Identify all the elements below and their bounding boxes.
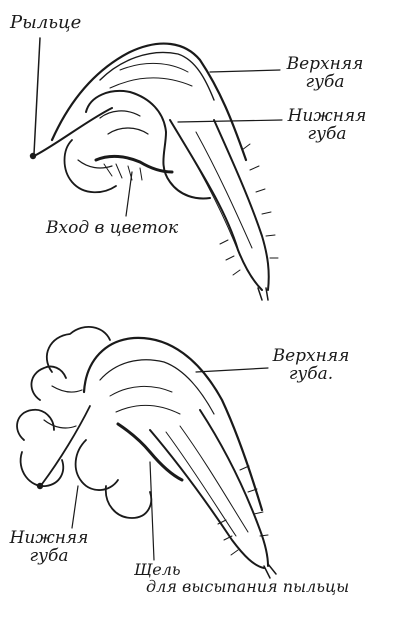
bottom-petal-bottom (21, 452, 64, 486)
bottom-petal-left (31, 366, 66, 400)
top-stigma-leader (34, 38, 40, 154)
top-lower-lip-label-line2: губа (284, 126, 370, 144)
top-stigma-label: Рыльце (10, 14, 81, 33)
bottom-upper-lip-hatching (110, 386, 180, 414)
top-tube-hairs (220, 144, 278, 275)
bottom-petal-top (47, 327, 110, 372)
top-lower-lip-leader (178, 120, 282, 122)
top-entrance-label: Вход в цветок (46, 220, 178, 238)
bottom-slit-label: Щель для высыпания пыльцы (134, 562, 349, 596)
top-side-lobe-vein (78, 160, 112, 168)
bottom-upper-lip-label: Верхняя губа. (266, 348, 356, 384)
top-upper-lip-hatching (110, 63, 192, 88)
bottom-petal-lower-left (17, 410, 54, 440)
top-flower (30, 38, 282, 300)
top-tube-lines (182, 132, 252, 256)
bottom-petal-veins (44, 386, 82, 428)
top-lower-lip-outline (86, 91, 210, 199)
top-upper-lip-label: Верхняя губа (282, 56, 368, 92)
bottom-tube-lines (166, 426, 248, 536)
bottom-lower-lip-label: Нижняя губа (4, 530, 94, 566)
top-lower-lip-label: Нижняя губа (284, 108, 370, 144)
bottom-lower-lip-label-line2: губа (4, 548, 94, 566)
top-pedicel (258, 288, 268, 300)
top-lower-lip-veins (100, 111, 148, 134)
top-upper-lip-leader (210, 70, 280, 72)
bottom-tube-hairs (218, 466, 268, 555)
bottom-upper-lip-leader (196, 368, 268, 372)
bottom-slit-label-line2: для высыпания пыльцы (146, 579, 349, 596)
top-entrance-leader (126, 172, 132, 216)
bottom-lower-lip-lobe (106, 486, 151, 518)
top-upper-lip-label-line2: губа (282, 74, 368, 92)
bottom-upper-lip-outline (84, 338, 262, 510)
bottom-upper-lip-label-line2: губа. (266, 366, 356, 384)
bottom-slit-leader (150, 462, 154, 560)
bottom-lower-lip-leader (72, 486, 78, 528)
top-style (36, 108, 112, 155)
bottom-lower-lip-outline (76, 440, 118, 490)
top-stigma-dot (30, 153, 36, 159)
